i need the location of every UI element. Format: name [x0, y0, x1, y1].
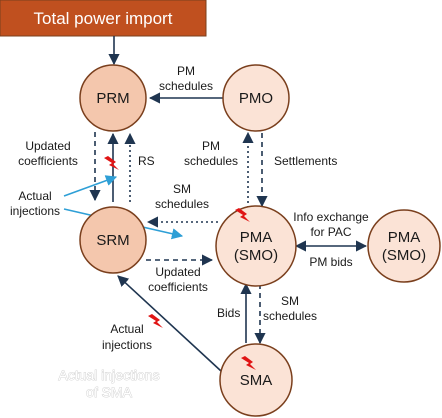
- label-pm-schedules-top-2: schedules: [159, 79, 213, 93]
- label-rs: RS: [138, 154, 155, 168]
- node-pmo: PMO: [222, 64, 290, 132]
- node-prm-label: PRM: [96, 90, 129, 107]
- node-srm-label: SRM: [96, 232, 129, 249]
- label-sm-schedules-upper-2: schedules: [155, 197, 209, 211]
- banner-text: Total power import: [34, 9, 173, 28]
- node-pmo-label: PMO: [239, 90, 273, 107]
- label-pm-schedules-mid-2: schedules: [184, 154, 238, 168]
- label-info-exchange-1: Info exchange: [293, 210, 369, 224]
- node-pma-right-label2: (SMO): [382, 247, 426, 264]
- label-info-exchange-2: for PAC: [310, 225, 351, 239]
- label-bids: Bids: [217, 306, 240, 320]
- node-pma-center-label2: (SMO): [234, 247, 278, 264]
- label-updated-coefficients-bottom-2: coefficients: [148, 280, 208, 294]
- edge-labels: PM schedules Updated coefficients RS PM …: [10, 64, 369, 400]
- node-sma: SMA: [219, 343, 293, 417]
- label-updated-coefficients-left-2: coefficients: [18, 154, 78, 168]
- lightning-icon-prm-srm: [104, 156, 119, 170]
- label-pm-bids: PM bids: [309, 255, 352, 269]
- node-srm: SRM: [79, 206, 147, 274]
- total-power-import-banner: Total power import: [0, 0, 207, 37]
- label-actual-injections-left-1: Actual: [18, 189, 51, 203]
- highlight-arrow-upper: [63, 175, 118, 197]
- node-pma-right-label1: PMA: [388, 229, 421, 246]
- label-actual-injections-sma-2: of SMA: [86, 384, 133, 400]
- label-pm-schedules-top-1: PM: [177, 64, 195, 78]
- label-sm-schedules-lower-2: schedules: [263, 309, 317, 323]
- label-pm-schedules-mid-1: PM: [202, 139, 220, 153]
- node-pma-center: PMA (SMO): [215, 205, 297, 287]
- node-prm: PRM: [79, 64, 147, 132]
- label-sm-schedules-lower-1: SM: [281, 294, 299, 308]
- label-sm-schedules-upper-1: SM: [173, 182, 191, 196]
- lightning-icon-pma: [235, 208, 250, 222]
- edges: [89, 36, 368, 372]
- label-actual-injections-bottom-2: injections: [102, 338, 152, 352]
- node-pma-center-label1: PMA: [240, 229, 273, 246]
- edge-sma-to-srm: [117, 275, 222, 372]
- label-actual-injections-sma-1: Actual injections: [58, 367, 159, 383]
- node-pma-right: PMA (SMO): [367, 209, 441, 283]
- label-actual-injections-bottom-1: Actual: [110, 322, 143, 336]
- node-sma-label: SMA: [240, 372, 273, 389]
- label-updated-coefficients-left-1: Updated: [25, 139, 70, 153]
- lightning-icon-sma-srm: [148, 314, 163, 328]
- label-actual-injections-left-2: injections: [10, 204, 60, 218]
- label-settlements: Settlements: [274, 154, 337, 168]
- lightning-icon-sma: [241, 356, 256, 370]
- label-updated-coefficients-bottom-1: Updated: [155, 265, 200, 279]
